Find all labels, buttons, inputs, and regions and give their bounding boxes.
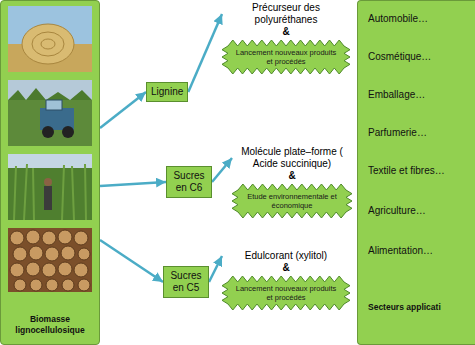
starburst-text: Etude environnementale et économique [232, 184, 352, 218]
photo-crop [8, 100, 92, 146]
process-box: Sucres en C6 [166, 166, 212, 198]
starburst-text: Lancement nouveaux produits et procédés [222, 276, 350, 310]
wheel [42, 126, 54, 138]
cane-stalks [14, 164, 86, 220]
wheel [62, 126, 74, 138]
panel: Automobile…Cosmétique…Emballage…Parfumer… [357, 0, 475, 345]
result-starburst: Edulcorant (xylitol)& Lancement nouveaux … [222, 250, 350, 310]
cane-field [8, 168, 92, 220]
flow-arrow [188, 14, 222, 92]
process-box: Sucres en C5 [163, 266, 209, 298]
process-box: Lignine [146, 82, 188, 102]
crop-tops [8, 88, 92, 100]
sector-name: Emballage… [368, 89, 475, 127]
result-starburst: Précurseur des polyuréthanes& Lancement n… [222, 2, 350, 74]
starburst-shape: Lancement nouveaux produits et procédés [222, 276, 350, 310]
sector-name: Parfumerie… [368, 127, 475, 165]
sector-name: Alimentation… [368, 245, 475, 301]
box-label: Sucres en C5 [168, 270, 204, 294]
photo-cane [8, 154, 92, 220]
starburst-polygon [222, 40, 350, 74]
sector-name: Agriculture… [368, 205, 475, 245]
starburst-text: Lancement nouveaux produits et procédés [222, 40, 350, 74]
photo-wood [8, 228, 92, 292]
flow-arrow [100, 240, 163, 282]
sector-name: Cosmétique… [368, 51, 475, 89]
product-heading: Molécule plate–forme ( Acide succinique) [232, 146, 352, 170]
photo-hay [8, 6, 92, 72]
starburst-polygon [222, 276, 350, 310]
flow-arrow [100, 182, 166, 186]
person-head [44, 178, 52, 186]
ampersand: & [232, 170, 352, 182]
biomass-photos [0, 0, 100, 345]
starburst-shape: Lancement nouveaux produits et procédés [222, 40, 350, 74]
panel-label: Biomasse lignocellulosique [1, 314, 99, 336]
panel: Biomasse lignocellulosique [0, 0, 100, 345]
sector-name: Textile et fibres… [368, 165, 475, 205]
flow-arrow [212, 158, 232, 182]
ampersand: & [222, 262, 350, 274]
harvester-cab [46, 100, 62, 110]
ampersand: & [222, 26, 350, 38]
hay-ring [41, 39, 55, 49]
box-label: Sucres en C6 [171, 170, 207, 194]
log-ends [10, 230, 90, 291]
box-label: Lignine [151, 86, 183, 98]
result-starburst: Molécule plate–forme ( Acide succinique)… [232, 146, 352, 218]
starburst-polygon [232, 184, 352, 218]
starburst-shape: Etude environnementale et économique [232, 184, 352, 218]
flow-arrow [100, 92, 146, 128]
product-heading: Précurseur des polyuréthanes [222, 2, 350, 26]
hay-bale [22, 24, 74, 64]
photo-harvest [8, 80, 92, 146]
person [44, 186, 52, 210]
hay-ring [32, 32, 64, 56]
panel-label: Secteurs applicati [368, 301, 475, 313]
sector-name: Automobile… [368, 13, 475, 51]
product-heading: Edulcorant (xylitol) [222, 250, 350, 262]
flow-arrow [209, 256, 222, 282]
